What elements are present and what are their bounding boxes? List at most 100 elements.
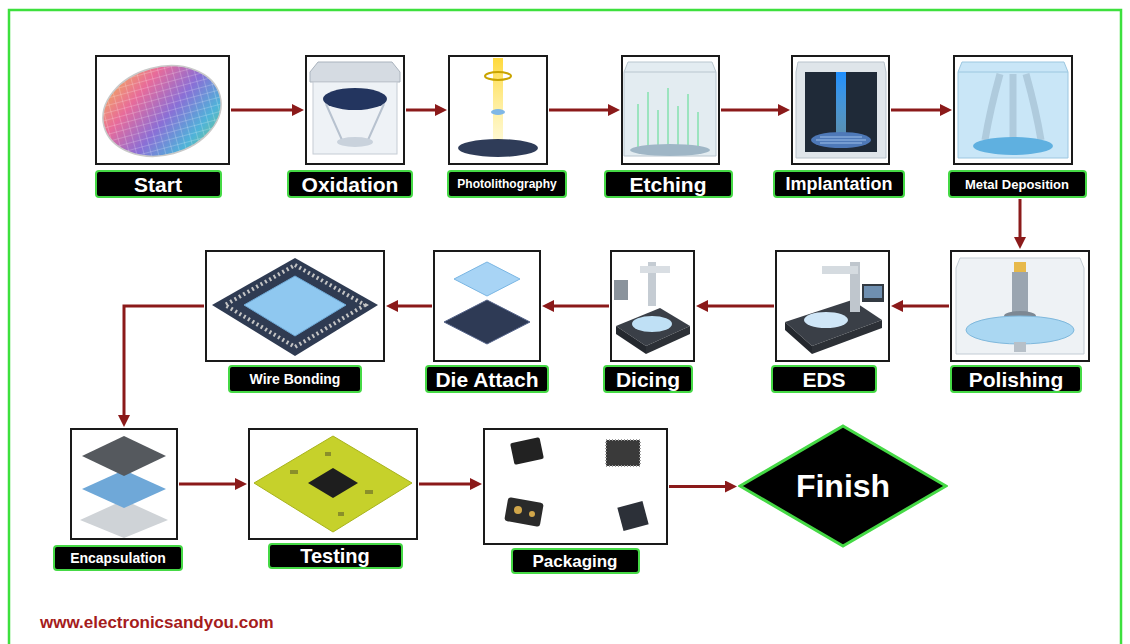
flow-arrow: [549, 109, 608, 112]
label-tag: Oxidation: [287, 170, 413, 198]
process-step: Start: [95, 55, 231, 198]
polishing-machine: [1012, 272, 1028, 316]
wafer-picture: [93, 53, 232, 169]
process-step: Testing: [248, 428, 418, 569]
lithography-beam: [493, 58, 503, 142]
package-layers: [80, 436, 168, 538]
picture-frame: [953, 55, 1073, 165]
oxidation-chamber: [326, 104, 384, 140]
implant-chamber: [836, 72, 846, 136]
step-label: Finish: [796, 470, 890, 502]
step-label: Dicing: [616, 369, 680, 390]
frame-ground: [433, 250, 541, 362]
label-tag: Testing: [268, 543, 403, 569]
process-step: Metal Deposition: [948, 55, 1087, 198]
picture-frame: [248, 428, 418, 540]
probe-station: [864, 286, 882, 298]
polishing-machine: [1014, 342, 1026, 352]
flow-arrow: [398, 305, 432, 308]
frame-ground: [621, 55, 720, 165]
flow-arrow: [1019, 199, 1022, 237]
polishing-machine: [956, 258, 1084, 354]
packaged-chips: [514, 506, 522, 514]
flow-arrow: [903, 305, 949, 308]
oxidation-chamber: [337, 137, 373, 147]
picture-frame: [70, 428, 178, 540]
oxidation-chamber: [310, 62, 400, 154]
step-label: Testing: [300, 546, 370, 566]
implant-chamber: [796, 62, 886, 158]
step-label: Implantation: [786, 175, 893, 193]
picture-frame: [433, 250, 541, 362]
probe-station: [785, 322, 812, 354]
picture-frame: [95, 55, 230, 165]
frame-ground: [70, 428, 178, 540]
test-board: [338, 512, 344, 516]
deposition-chamber: [958, 72, 1068, 73]
wafer-picture: [93, 53, 232, 169]
lithography-beam: [491, 109, 505, 115]
frame-ground: [775, 250, 890, 362]
picture-frame: [610, 250, 695, 362]
flow-arrow: [179, 483, 235, 486]
picture-frame: [621, 55, 720, 165]
die-picture: [454, 262, 520, 296]
step-label: EDS: [802, 369, 845, 390]
picture-frame: [775, 250, 890, 362]
etching-chamber: [638, 88, 698, 148]
label-tag: Wire Bonding: [228, 365, 362, 393]
picture-frame: [305, 55, 405, 165]
flow-arrow: [669, 485, 725, 488]
test-board: [308, 468, 358, 498]
implant-chamber: [805, 72, 877, 152]
flow-arrow: [231, 109, 292, 112]
polishing-machine: [966, 316, 1074, 344]
label-tag: Packaging: [511, 548, 640, 574]
process-step: Polishing: [950, 250, 1090, 393]
step-label: Metal Deposition: [965, 178, 1069, 191]
process-step: Packaging: [483, 428, 668, 574]
probe-station: [785, 262, 884, 354]
label-tag: Start: [95, 170, 222, 198]
probe-station: [822, 266, 858, 274]
bonded-chip: [212, 258, 378, 356]
packaged-chips: [529, 511, 535, 517]
deposition-chamber: [958, 62, 1068, 158]
flow-arrow: [406, 109, 435, 112]
test-board: [254, 436, 412, 532]
diamond-text-holder: Finish: [738, 424, 948, 548]
frame-ground: [448, 55, 548, 165]
process-step: Photolithography: [447, 55, 567, 198]
wafer-picture: [93, 53, 232, 169]
polishing-machine: [956, 258, 1084, 354]
flow-arrow: [554, 305, 609, 308]
process-step: Etching: [604, 55, 733, 198]
step-label: Packaging: [532, 553, 617, 570]
process-step: Wire Bonding: [205, 250, 385, 393]
page-border: [9, 10, 1121, 644]
label-tag: Polishing: [950, 365, 1082, 393]
dicing-saw: [614, 280, 628, 300]
picture-frame: [205, 250, 385, 362]
package-layers: [82, 436, 166, 476]
label-tag: Etching: [604, 170, 733, 198]
etching-chamber: [624, 72, 716, 73]
oxidation-chamber: [310, 62, 400, 82]
packaged-chips: [617, 501, 648, 531]
process-step: Die Attach: [425, 250, 549, 393]
label-tag: Metal Deposition: [948, 170, 1087, 198]
frame-ground: [950, 250, 1090, 362]
frame-ground: [610, 250, 695, 362]
step-label: Start: [134, 174, 182, 195]
process-step: Encapsulation: [53, 428, 183, 571]
oxidation-chamber: [313, 82, 397, 154]
implant-chamber: [796, 62, 886, 158]
label-tag: EDS: [771, 365, 877, 393]
dicing-saw: [632, 316, 672, 332]
process-step: Dicing: [603, 250, 695, 393]
test-board: [290, 470, 298, 474]
frame-ground: [305, 55, 405, 165]
test-board: [365, 490, 373, 494]
packaged-chips: [504, 437, 648, 531]
